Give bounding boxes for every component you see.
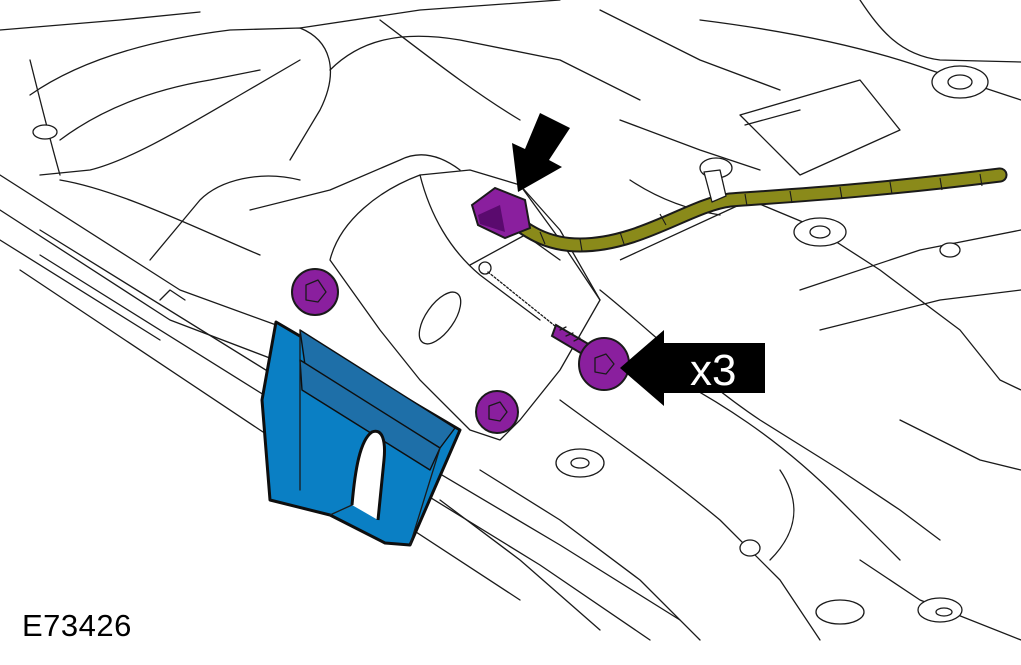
harness-retaining-clip [699,157,733,203]
arrow-icon [512,113,570,192]
fastener-lower [475,390,519,434]
underbody-structure [0,0,1021,641]
wiring-harness [492,157,1008,253]
fastener-upper-left [291,268,339,316]
quantity-label: x3 [690,346,736,395]
harness-connector [470,186,532,240]
harness-tape-marks [539,173,983,252]
arrow-icon: x3 [620,330,765,406]
figure-code: E73426 [22,608,132,643]
blue-shield-cover [260,320,462,547]
